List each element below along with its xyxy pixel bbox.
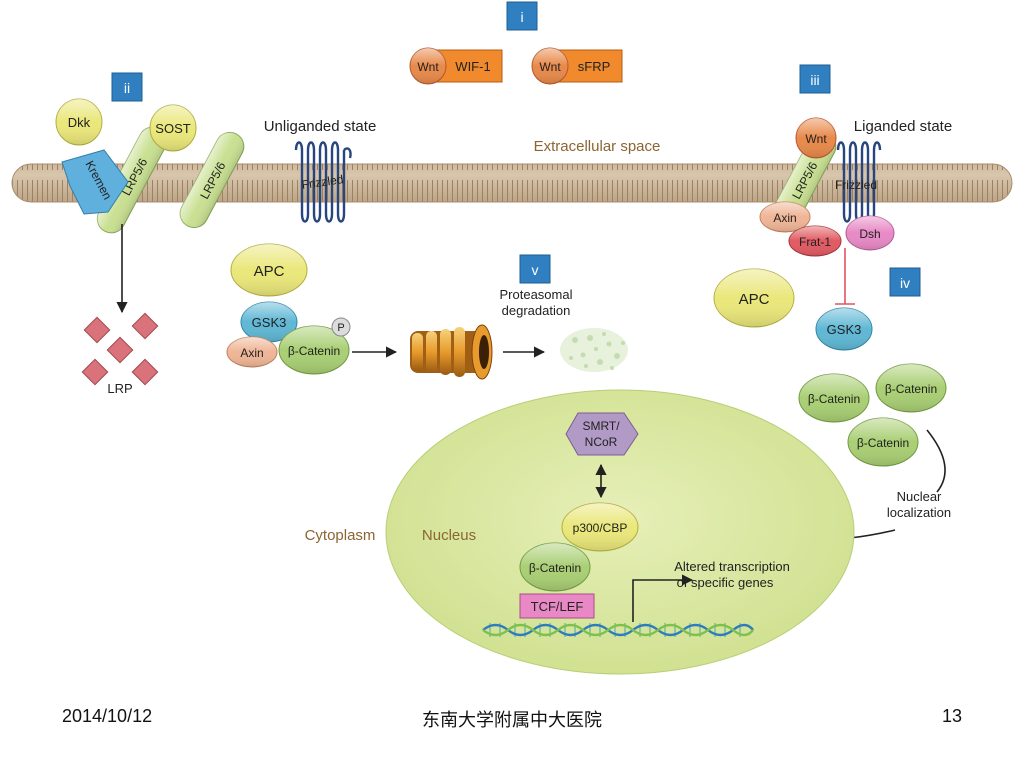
section-box-v: v [519, 254, 551, 284]
dna-helix [482, 623, 754, 637]
dkk-label: Dkk [68, 115, 91, 130]
unliganded-state-label: Unliganded state [264, 118, 377, 135]
phospho-label: P [337, 322, 344, 334]
transcription-label-2: of specific genes [677, 575, 774, 590]
smrt-label-1: SMRT/ [582, 419, 620, 433]
p300-cbp: p300/CBP [561, 502, 639, 552]
cell-membrane [11, 163, 1013, 203]
slide-page-number: 13 [941, 706, 962, 726]
sfrp-label: sFRP [578, 59, 611, 74]
lrp-fragments [81, 312, 159, 386]
section-box-iv: iv [889, 267, 921, 297]
frizzled-label-unliganded: Frizzled [301, 172, 345, 192]
destruction-complex: APC GSK3 Axin β-Catenin P [226, 243, 351, 375]
wnt-sfrp-complex: sFRP Wnt [531, 47, 623, 85]
section-box-i: i [506, 1, 538, 31]
slide-date: 2014/10/12 [62, 706, 153, 726]
beta-catenin-label-free-1: β-Catenin [808, 392, 860, 406]
nucleus-label: Nucleus [422, 527, 476, 544]
wif1-label: WIF-1 [455, 59, 490, 74]
tcf-lef-factor: TCF/LEF [519, 593, 595, 619]
liganded-state-label: Liganded state [854, 118, 952, 135]
tcf-label: TCF/LEF [531, 599, 584, 614]
proteasomal-label-1: Proteasomal [500, 287, 573, 302]
frat1-label: Frat-1 [799, 235, 831, 249]
p300-label: p300/CBP [573, 521, 628, 535]
nuclear-localization-curve [926, 429, 946, 493]
gsk3-inhibition-line [835, 248, 855, 305]
smrt-label-2: NCoR [585, 435, 618, 449]
proteasome [410, 324, 493, 380]
transcription-arrow [632, 574, 694, 622]
section-label-ii: ii [124, 80, 130, 96]
section-box-ii: ii [111, 72, 143, 102]
section-label-iv: iv [900, 275, 910, 291]
beta-catenin-label-nuclear: β-Catenin [529, 561, 581, 575]
section-box-iii: iii [799, 64, 831, 94]
lrp-label: LRP [107, 381, 132, 396]
section-label-v: v [532, 262, 539, 278]
degraded-fragments [560, 328, 628, 372]
axin-label: Axin [240, 346, 263, 360]
beta-catenin-label-free-3: β-Catenin [857, 436, 909, 450]
gsk3-label-liganded: GSK3 [827, 322, 862, 337]
transcription-label-1: Altered transcription [674, 559, 790, 574]
cytoplasm-label: Cytoplasm [305, 527, 376, 544]
proteasomal-label-2: degradation [502, 303, 571, 318]
gsk3-protein-liganded: GSK3 [815, 307, 873, 351]
axin-label-liganded: Axin [773, 211, 796, 225]
section-label-i: i [520, 9, 523, 25]
extracellular-space-label: Extracellular space [534, 138, 661, 155]
beta-catenin-label-free-2: β-Catenin [885, 382, 937, 396]
wnt-wif1-complex: WIF-1 Wnt [409, 47, 503, 85]
gsk3-label: GSK3 [252, 315, 287, 330]
section-label-iii: iii [810, 72, 819, 88]
dsh-label: Dsh [859, 227, 880, 241]
nuclear-beta-catenin: β-Catenin [519, 542, 591, 592]
slide-institution: 东南大学附属中大医院 [422, 710, 602, 730]
apc-label-liganded: APC [739, 291, 770, 308]
wnt-label-liganded: Wnt [805, 132, 827, 146]
apc-label: APC [254, 263, 285, 280]
wnt-label-2: Wnt [539, 60, 561, 74]
wnt-pathway-diagram: i ii iii iv v WIF-1 Wnt sFRP Wnt Unligan… [11, 1, 1013, 675]
free-beta-catenin-pool: β-Catenin β-Catenin β-Catenin [798, 363, 947, 467]
frizzled-label-liganded: Frizzled [835, 178, 877, 192]
smrt-ncor-corepressor: SMRT/ NCoR [565, 412, 639, 456]
nuclear-localization-label-2: localization [887, 505, 951, 520]
sost-label: SOST [155, 121, 190, 136]
dkk-kremen-lrp-complex: LRP5/6 Kremen Dkk [55, 98, 168, 234]
liganded-receptor-complex: LRP5/6 Frizzled Wnt Axin Frat-1 Dsh [759, 117, 895, 257]
wnt-label-1: Wnt [417, 60, 439, 74]
nuclear-localization-label-1: Nuclear [897, 489, 942, 504]
sost-lrp-complex: LRP5/6 SOST [149, 104, 245, 229]
frizzled-receptor-unliganded: Frizzled [294, 141, 352, 223]
beta-catenin-label-destruction: β-Catenin [288, 344, 340, 358]
apc-protein-liganded: APC [713, 268, 795, 328]
